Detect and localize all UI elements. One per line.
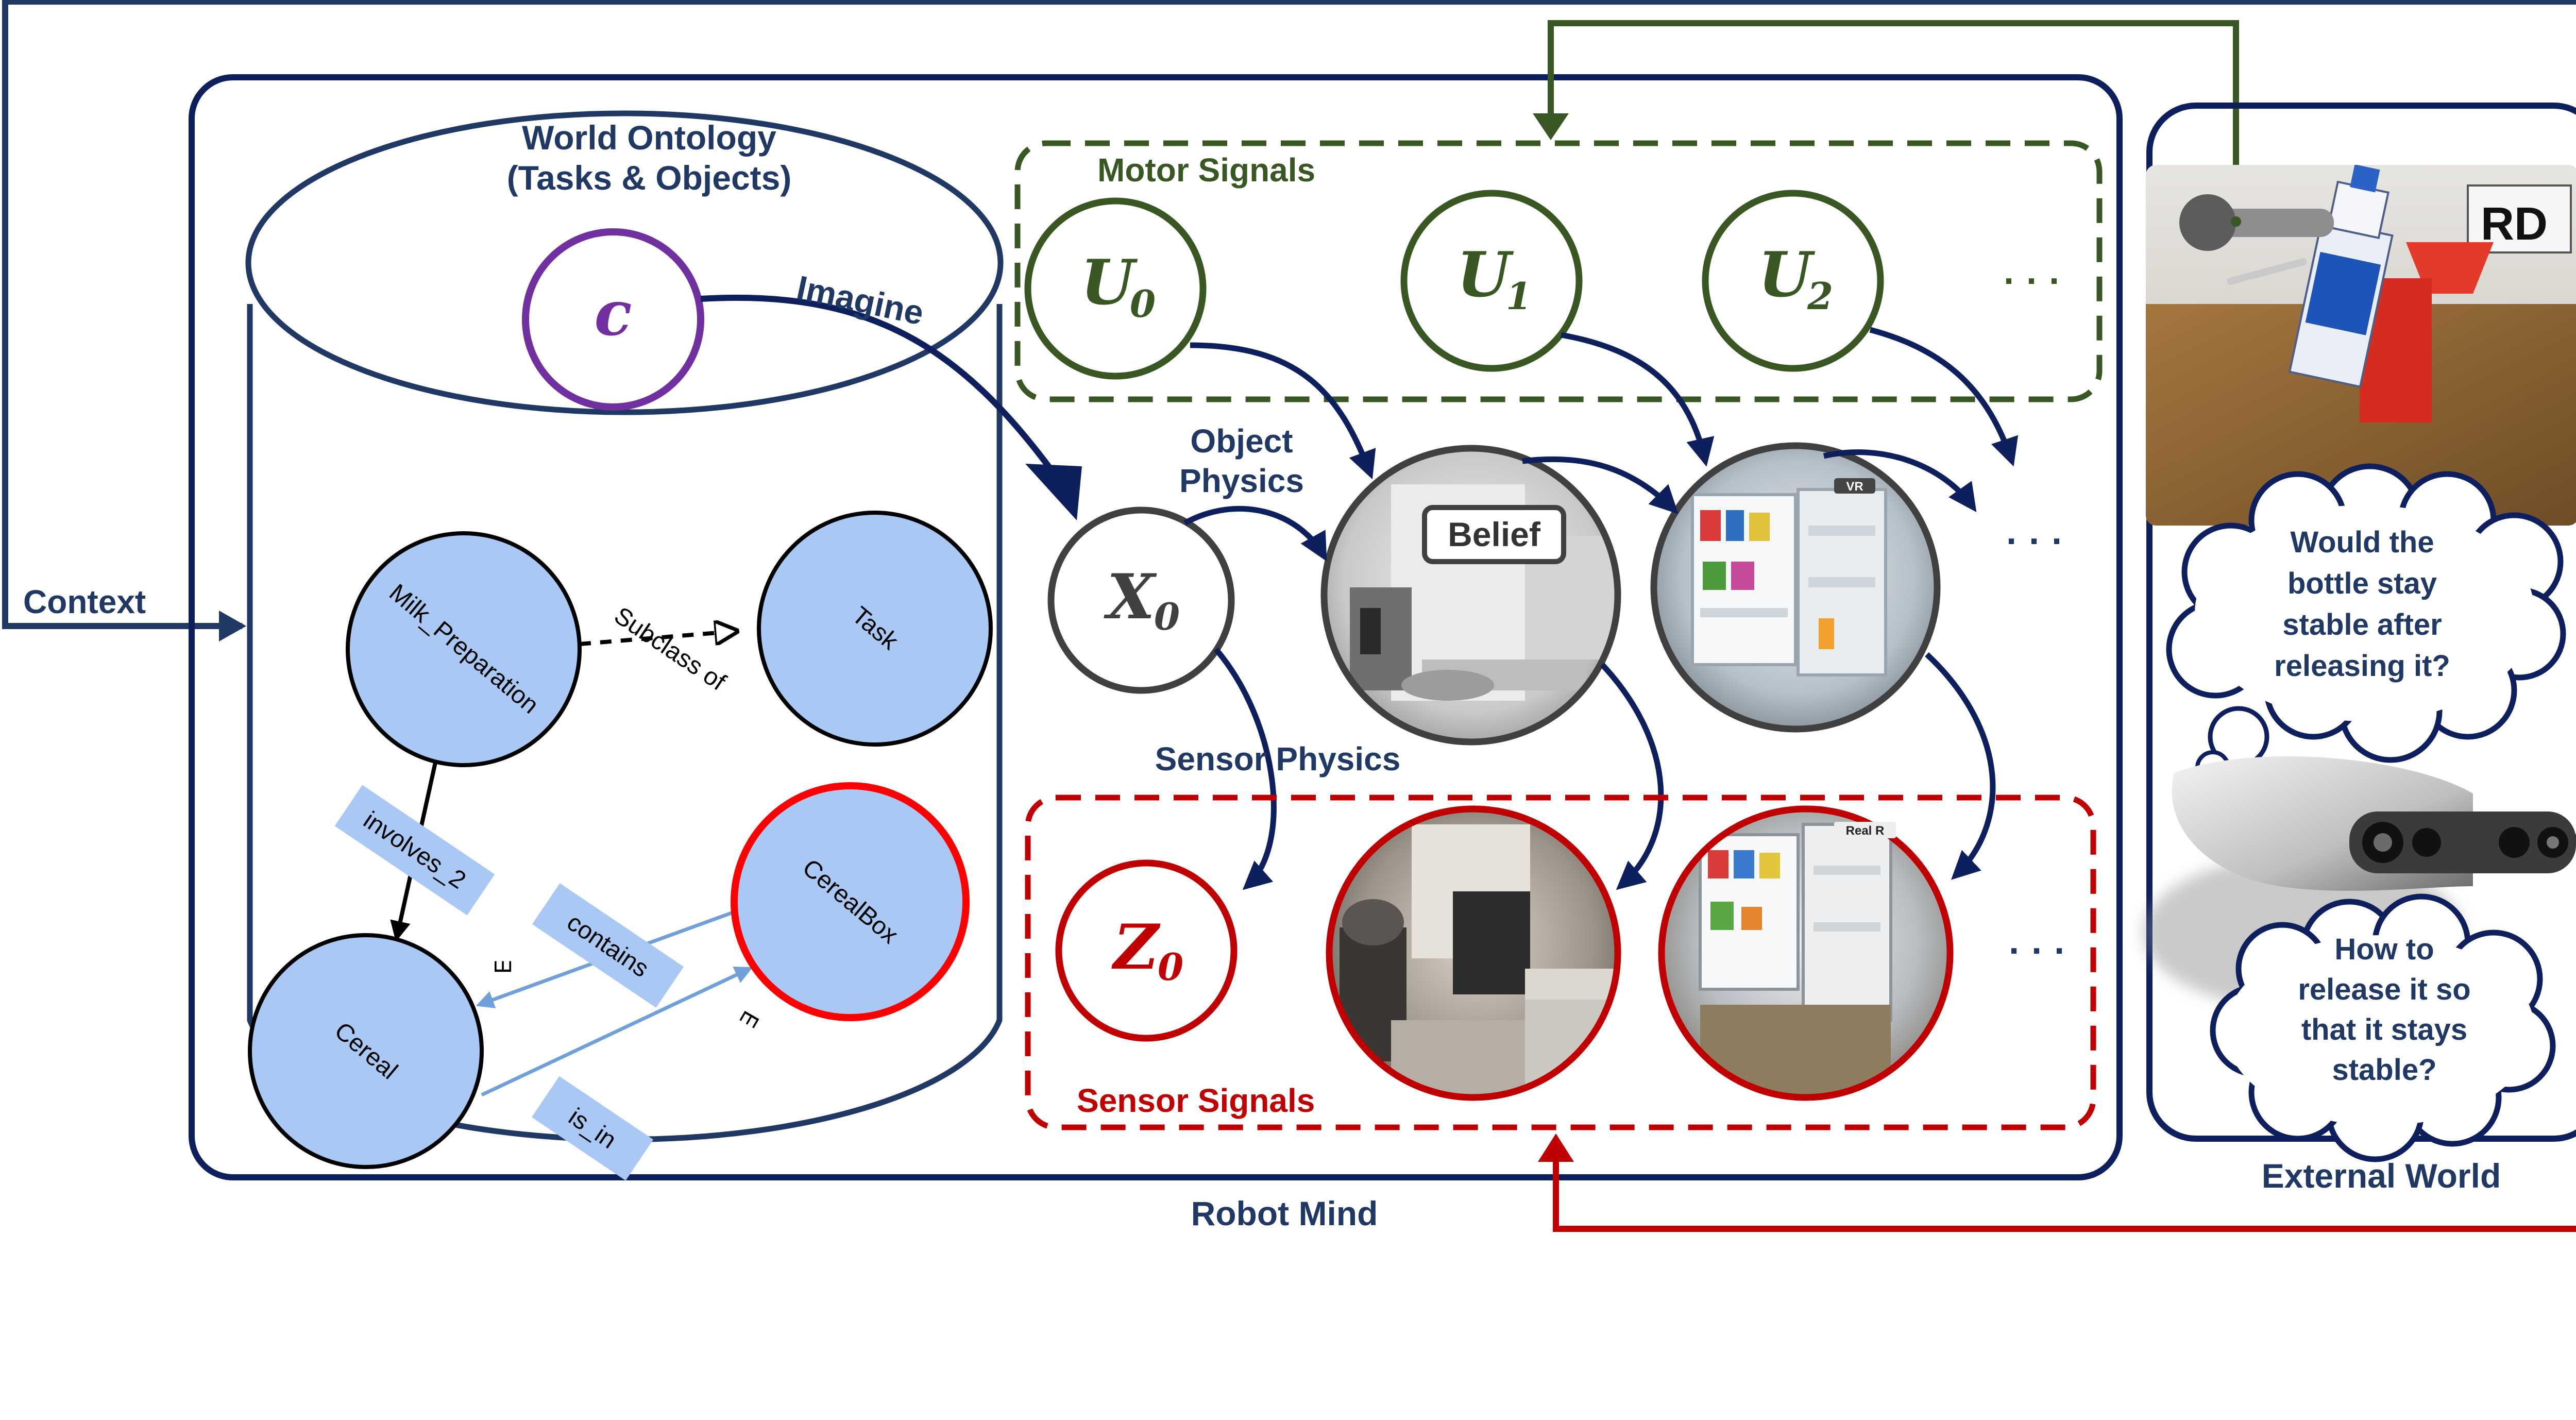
object-physics-line1: Object (1190, 422, 1293, 460)
thought2-line2: release it so (2298, 973, 2470, 1006)
real-tag (1834, 822, 1896, 838)
real-tag-label: Real R (1846, 824, 1885, 838)
external-photo: RD (2146, 165, 2576, 526)
u1-subscript: 1 (1506, 274, 1532, 318)
subclass-of-label-group: Subclass of (609, 602, 731, 696)
thought1-line1: Would the (2290, 526, 2434, 559)
motor-signals-box (1014, 140, 2103, 402)
object-physics-line2: Physics (1179, 462, 1304, 499)
context-node-c (522, 228, 704, 411)
cereal-node (248, 933, 484, 1169)
x1-to-x2-arrow (1522, 456, 1679, 514)
ontology-title-line2: (Tasks & Objects) (507, 159, 792, 197)
vr-tag-label: VR (1846, 480, 1863, 494)
robot-mind-label: Robot Mind (1191, 1194, 1378, 1232)
sensor-feedback-line (1553, 834, 2576, 1232)
u2-label: U (1758, 239, 1816, 311)
thought1-line3: stable after (2282, 608, 2442, 641)
exists-symbol-contains: ∃ (489, 959, 515, 973)
context-label: Context (23, 583, 146, 620)
sensor-node-z0: Z 0 (1055, 859, 1238, 1042)
u2-to-x3-arrow (1869, 327, 2019, 467)
thought2-line4: stable? (2332, 1053, 2436, 1087)
milk-preparation-node (346, 531, 582, 767)
x0-to-x1-arrow (1183, 506, 1327, 562)
x2-to-z2-arrow (1925, 652, 1996, 880)
u0-label: U (1081, 246, 1138, 319)
ontology-graph: Milk_Preparation Task Cereal CerealBox S… (248, 511, 993, 1181)
is-in-label-group: is_in (531, 1076, 654, 1181)
context-feedback-loop (2, 0, 2576, 641)
u2-subscript: 2 (1807, 274, 1833, 318)
external-world-label: External World (2262, 1157, 2501, 1195)
context-arrowhead (219, 611, 246, 641)
exists-symbol-is-in: ∃ (735, 1008, 764, 1033)
sensor-physics-label: Sensor Physics (1155, 740, 1401, 777)
x0-subscript: 0 (1154, 595, 1180, 638)
thought-cloud-2: How to release it so that it stays stabl… (2210, 893, 2556, 1162)
context-node-c-label: c (594, 277, 632, 350)
is-in-edge (481, 967, 753, 1097)
u1-label: U (1457, 239, 1514, 311)
u0-to-x1-arrow (1190, 342, 1376, 480)
motor-node-u0: U 0 (1024, 197, 1207, 380)
x1-to-z1-arrow (1600, 663, 1664, 890)
thought1-line2: bottle stay (2287, 567, 2437, 600)
subclass-of-label: Subclass of (609, 602, 731, 696)
milk-bottle (2288, 165, 2394, 388)
motor-feedback-arrowhead (1533, 113, 1569, 140)
real-scene-1 (1326, 805, 1621, 1101)
contains-label-group: contains (532, 883, 684, 1008)
lab-sign-text: RD (2481, 198, 2548, 250)
z0-label: Z (1111, 911, 1161, 984)
motor-node-u2: U 2 (1702, 190, 1884, 372)
thought2-line1: How to (2334, 933, 2434, 966)
belief-scene-2: VR (1650, 442, 1941, 733)
x0-label: X (1103, 561, 1157, 633)
imagine-arrow (700, 294, 1072, 497)
sensor-signals-title: Sensor Signals (1077, 1082, 1315, 1119)
thought2-line3: that it stays (2301, 1013, 2467, 1046)
cerealbox-node (731, 782, 970, 1021)
motor-ellipsis: · · · (2004, 261, 2061, 302)
x0-to-z0-arrow (1213, 647, 1277, 890)
belief-scene-1: Belief (1320, 445, 1621, 746)
state-node-x0: X 0 (1047, 506, 1235, 694)
spoon (2227, 258, 2307, 285)
thought1-line4: releasing it? (2274, 649, 2450, 683)
u1-to-x2-arrow (1561, 332, 1715, 467)
belief-tag (1422, 505, 1566, 564)
ontology-title-line1: World Ontology (522, 119, 776, 157)
sensor-signals-box (1025, 794, 2096, 1130)
z0-subscript: 0 (1158, 945, 1183, 989)
involves-label-group: involves_2 (334, 785, 495, 916)
subclass-of-edge (579, 631, 737, 646)
robot-mind-box (189, 74, 2123, 1180)
motor-node-u1: U 1 (1400, 190, 1583, 372)
sensor-feedback-arrowhead (1538, 1134, 1574, 1162)
motor-signals-title: Motor Signals (1097, 151, 1315, 189)
x2-to-x3-arrow (1823, 449, 1977, 512)
imagine-arrowhead (1025, 464, 1082, 520)
sensor-ellipsis: · · · (2009, 931, 2066, 972)
u0-subscript: 0 (1130, 282, 1156, 326)
task-node (757, 511, 993, 747)
thought-cloud-1: Would the bottle stay stable after relea… (2166, 463, 2566, 796)
vr-tag (1834, 478, 1875, 494)
belief-tag-label: Belief (1448, 515, 1541, 553)
transition-arrows (1183, 327, 2019, 890)
real-scene-2: Real R (1658, 805, 1954, 1101)
physics-ellipsis: · · · (2006, 521, 2064, 562)
motor-feedback-line (1548, 20, 2239, 232)
